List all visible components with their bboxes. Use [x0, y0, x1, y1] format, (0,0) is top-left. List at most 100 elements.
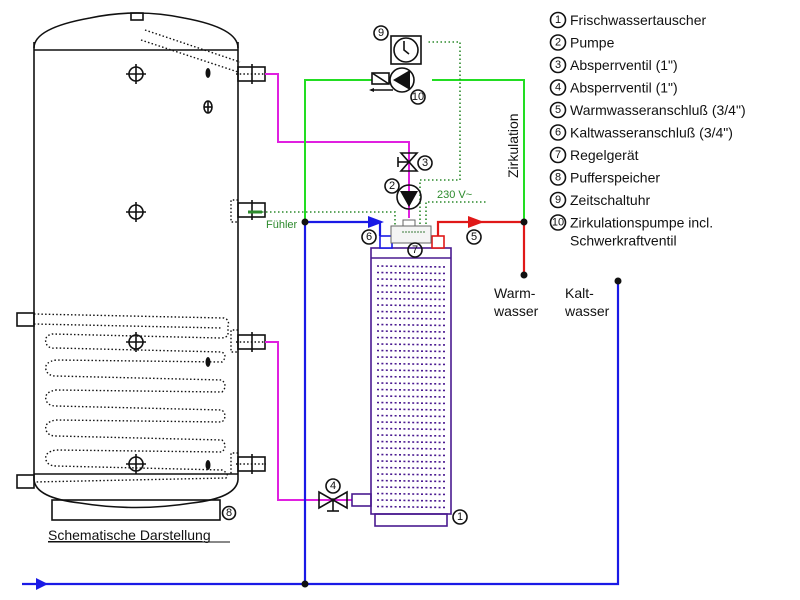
thermometer-port-2	[126, 202, 146, 222]
exchanger-plate	[376, 343, 447, 346]
exchanger-plate	[376, 421, 447, 424]
legend-label: Pufferspeicher	[570, 170, 660, 186]
sensor-sleeve-4	[205, 460, 211, 470]
exchanger-plate	[376, 460, 447, 463]
svg-text:5: 5	[471, 231, 477, 243]
exchanger-plate	[376, 453, 447, 457]
legend-label: Warmwasseranschluß (3/4")	[570, 102, 746, 118]
exchanger-plate	[376, 278, 447, 281]
legend-label: Regelgerät	[570, 147, 639, 163]
sensor-sleeve-2	[203, 100, 213, 114]
cold-water-terminal	[614, 277, 622, 285]
exchanger-plate	[376, 440, 447, 444]
tank-connector-bottom	[230, 452, 266, 474]
legend-number-circle	[549, 101, 567, 119]
exchanger-plates	[376, 265, 447, 509]
legend-number: 3	[555, 59, 561, 71]
marker-10: 10	[410, 89, 426, 105]
exchanger-plate	[376, 265, 447, 268]
exchanger-plate	[376, 401, 447, 405]
buffer-return-line	[265, 341, 352, 501]
marker-8-text: 8	[226, 507, 232, 519]
legend-number: 5	[555, 104, 561, 116]
legend-number: 10	[552, 217, 564, 229]
marker-6: 6	[361, 229, 377, 245]
exchanger-plate	[376, 330, 447, 333]
exchanger-plate	[376, 408, 447, 411]
exchanger-plate	[376, 356, 447, 359]
exchanger-plate	[376, 362, 447, 366]
legend-label: Pumpe	[570, 35, 615, 51]
shutoff-valve-3	[397, 152, 419, 172]
cold-connector-6	[379, 235, 393, 249]
exchanger-plate	[376, 434, 447, 437]
tank-left-stub-lower	[16, 474, 35, 489]
exchanger-plate	[376, 297, 447, 301]
caption: Schematische Darstellung	[48, 527, 211, 543]
exchanger-plate	[376, 323, 447, 327]
thermometer-port-1	[126, 64, 146, 84]
cold-water-feed	[303, 220, 382, 584]
exchanger-plate	[376, 317, 447, 320]
svg-text:6: 6	[366, 231, 372, 243]
marker-5: 5	[466, 229, 482, 245]
exchanger-plate	[376, 388, 447, 392]
legend-number-circle	[549, 56, 567, 74]
thermometer-port-4	[126, 454, 146, 474]
hot-connector-5	[431, 235, 445, 249]
exchanger-plate	[376, 336, 447, 340]
circulation-label: Zirkulation	[505, 113, 521, 178]
exchanger-plate	[376, 369, 447, 372]
exchanger-plate	[376, 284, 447, 288]
exchanger-plate	[376, 291, 447, 294]
marker-3: 3	[417, 155, 433, 171]
marker-7: 7	[407, 242, 423, 258]
sensor-sleeve-3	[205, 357, 211, 367]
exchanger-plate	[376, 271, 447, 275]
marker-8: 8	[221, 505, 237, 521]
svg-text:10: 10	[412, 91, 424, 103]
controller	[390, 219, 432, 244]
marker-4: 4	[325, 478, 341, 494]
sensor-sleeve-1	[205, 68, 211, 78]
legend-item: 5 Warmwasseranschluß (3/4")	[549, 101, 746, 119]
legend-number: 1	[555, 14, 561, 26]
marker-1: 1	[452, 509, 468, 525]
legend-number-circle	[549, 214, 567, 231]
tank-connector-middle	[230, 329, 266, 353]
shutoff-valve-4	[318, 490, 348, 512]
tank-bottom-dome	[33, 479, 239, 509]
cold-water-label-2: wasser	[564, 303, 610, 319]
buffer-tank	[16, 12, 266, 521]
hot-water-arrow	[468, 216, 484, 228]
tank-left-stub-upper	[16, 312, 35, 327]
hot-water-terminal	[520, 271, 528, 279]
exchanger-plate	[376, 479, 447, 483]
legend-number-circle	[549, 191, 567, 209]
sensor-label: Fühler	[266, 219, 298, 231]
legend-number-circle	[549, 169, 567, 186]
svg-text:2: 2	[389, 180, 395, 192]
marker-9: 9	[373, 25, 389, 41]
check-valve-icon	[371, 72, 390, 85]
marker-2: 2	[384, 178, 400, 194]
svg-text:4: 4	[330, 480, 336, 492]
buffer-supply-line	[265, 73, 410, 218]
exchanger-plate	[376, 349, 447, 353]
legend-number: 9	[555, 194, 561, 206]
exchanger-plate	[376, 466, 447, 470]
tank-coil-feed	[33, 323, 223, 329]
legend-number-circle	[549, 124, 567, 141]
legend-label: Zeitschaltuhr	[570, 192, 650, 208]
legend-number-circle	[549, 11, 567, 29]
exchanger-return-stub	[351, 493, 372, 507]
tank-lance	[140, 29, 241, 73]
tank-heating-coil	[33, 313, 230, 483]
tank-connector-top	[236, 64, 266, 84]
tank-top-nozzle	[130, 12, 144, 21]
